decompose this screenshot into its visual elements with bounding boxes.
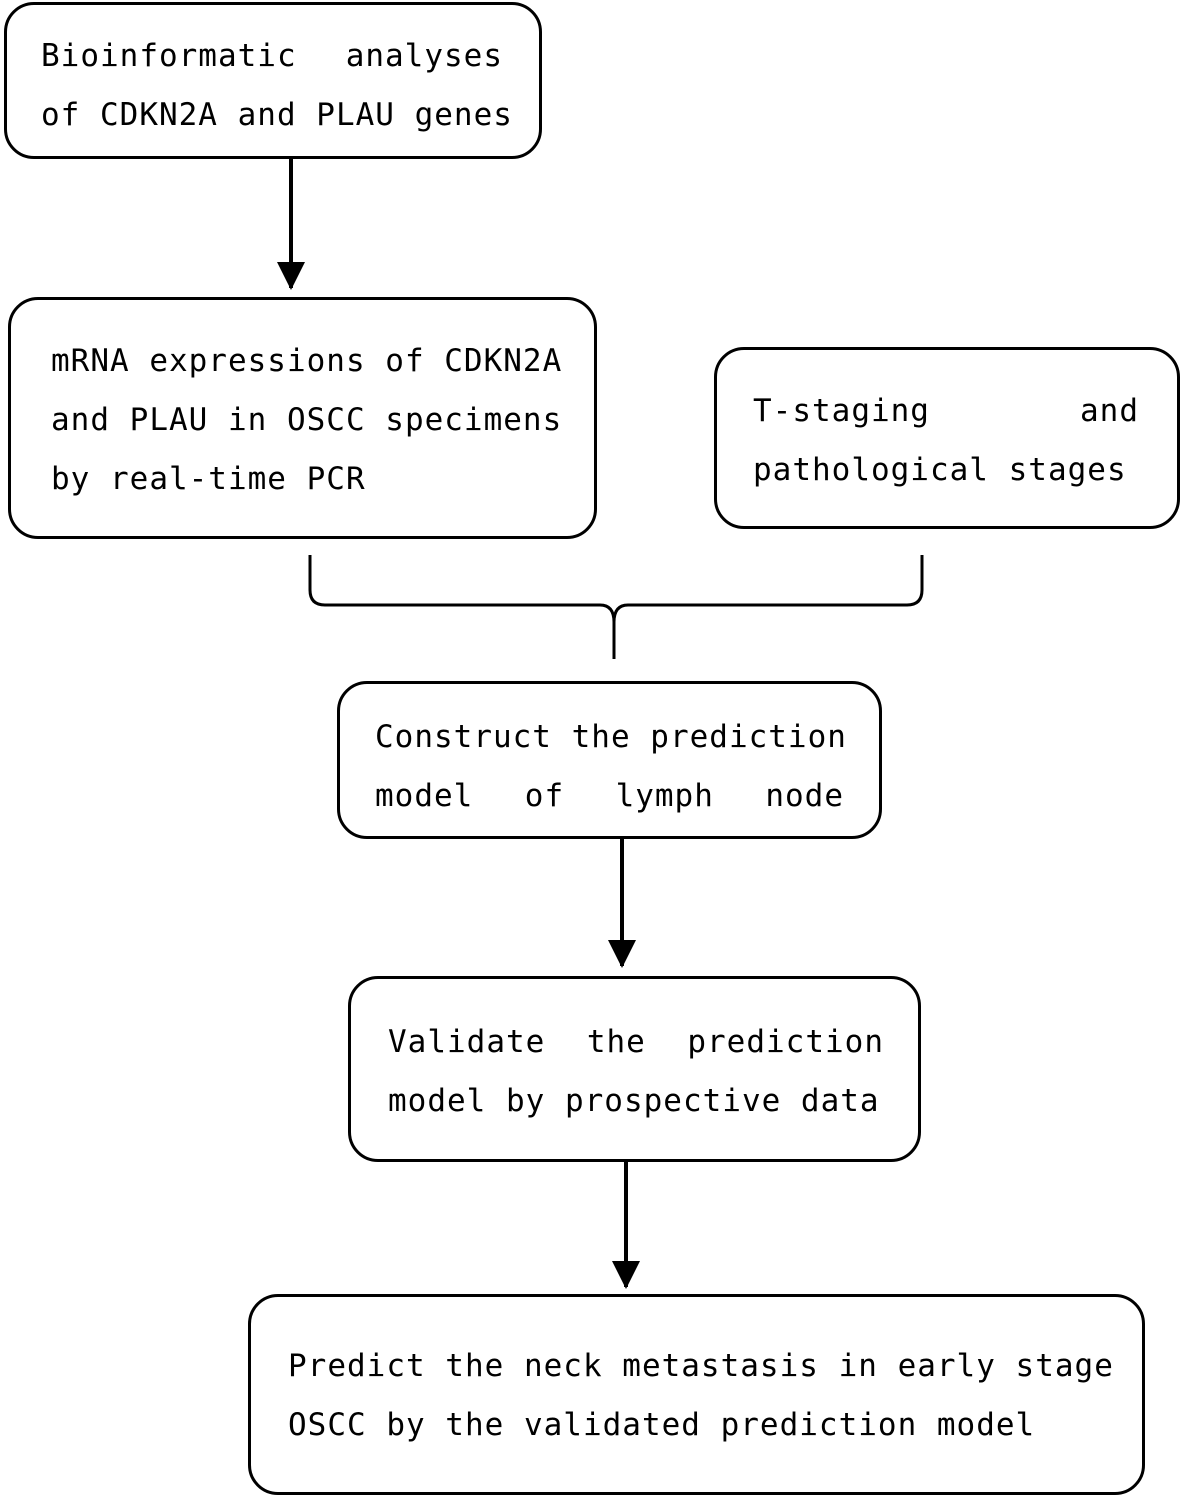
mrna-line-2: and PLAU in OSCC specimens [51, 402, 563, 438]
mrna-line-3: by real-time PCR [51, 461, 366, 497]
construct-line-1: Construct the prediction [375, 719, 847, 755]
mrna-line-1: mRNA expressions of CDKN2A [51, 343, 563, 379]
tstaging-line-2: pathological stages [753, 452, 1127, 488]
tstaging-word: T-staging [753, 393, 930, 429]
merge-brace [308, 555, 924, 659]
construct-word: model [375, 778, 474, 814]
validate-word: the [586, 1024, 646, 1060]
validate-line-2: model by prospective data [388, 1083, 880, 1119]
step-bioinformatic-box: Bioinformatic analyses of CDKN2A and PLA… [4, 2, 542, 159]
validate-word: Validate [388, 1024, 546, 1060]
construct-word: lymph [615, 778, 714, 814]
tstaging-word: and [1080, 393, 1139, 429]
step-validate-box: Validate the prediction model by prospec… [348, 976, 921, 1162]
step-tstaging-box: T-staging and pathological stages [714, 347, 1180, 529]
predict-line-1: Predict the neck metastasis in early sta… [288, 1348, 1114, 1384]
bioinformatic-line-2: of CDKN2A and PLAU genes [41, 97, 513, 133]
predict-line-2: OSCC by the validated prediction model [288, 1407, 1036, 1443]
validate-line-1: Validate the prediction [388, 1013, 884, 1072]
validate-word: prediction [687, 1024, 884, 1060]
bioinformatic-line-1: Bioinformatic analyses [41, 27, 503, 86]
bioinformatic-word: analyses [345, 38, 503, 74]
construct-word: of [524, 778, 565, 814]
step-predict-box: Predict the neck metastasis in early sta… [248, 1294, 1145, 1495]
step-mrna-box: mRNA expressions of CDKN2A and PLAU in O… [8, 297, 597, 539]
tstaging-line-1: T-staging and [753, 382, 1139, 441]
step-construct-box: Construct the prediction model of lymph … [337, 681, 882, 839]
construct-line-2: model of lymph node [375, 767, 844, 826]
construct-word: node [765, 778, 844, 814]
bioinformatic-word: Bioinformatic [41, 38, 297, 74]
